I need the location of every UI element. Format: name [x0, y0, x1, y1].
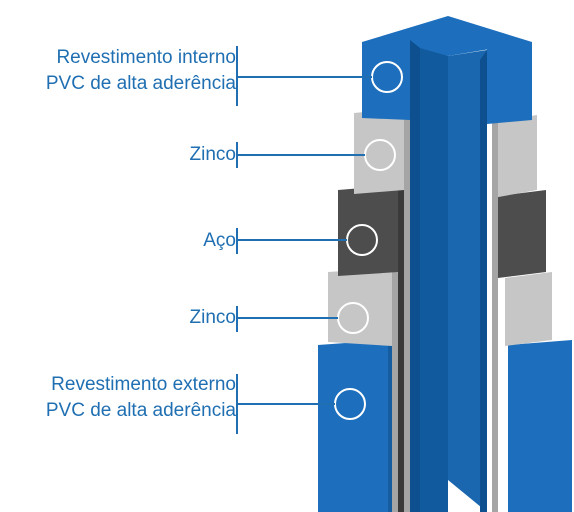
zinc-bottom-bracket	[236, 306, 238, 332]
steel-label: Aço	[203, 228, 236, 254]
zinc-bottom-label: Zinco	[190, 305, 236, 331]
steel-bracket	[236, 228, 238, 254]
outer-coating-label-line1: Revestimento externo	[51, 374, 236, 395]
inner-coating-label-line2: PVC de alta aderência	[45, 73, 236, 94]
zinc-top-label-line1: Zinco	[189, 144, 236, 165]
zinc-top-label: Zinco	[190, 142, 236, 168]
zinc-top-bracket	[236, 142, 238, 168]
inner-coating-layer	[362, 16, 532, 512]
inner-coating-bracket	[236, 46, 238, 106]
outer-coating-bracket	[236, 374, 238, 434]
outer-coating-label-line2: PVC de alta aderência	[45, 400, 236, 421]
outer-coating-layer	[318, 340, 572, 512]
outer-coating-label: Revestimento externo PVC de alta aderênc…	[46, 372, 236, 424]
zinc-top-layer	[354, 108, 537, 512]
zinc-bottom-label-line1: Zinco	[189, 307, 236, 328]
inner-coating-label-line1: Revestimento interno	[56, 47, 236, 68]
inner-coating-label: Revestimento interno PVC de alta aderênc…	[46, 45, 236, 97]
steel-label-line1: Aço	[203, 230, 236, 251]
